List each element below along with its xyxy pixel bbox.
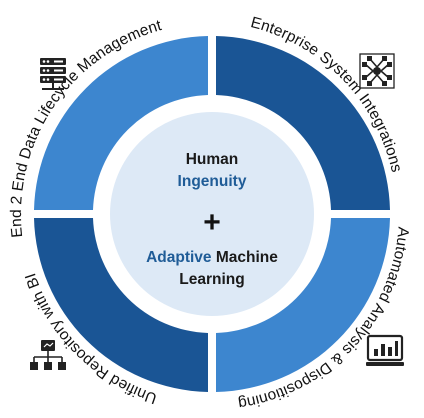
integration-network-icon: [359, 53, 395, 89]
ring-segment-bottom-right: [216, 218, 390, 392]
server-rack-icon: [40, 58, 66, 90]
center-circle: [110, 112, 314, 316]
center-line-learning: Learning: [179, 271, 244, 288]
center-line-human: Human: [186, 151, 239, 168]
plus-sign: +: [203, 206, 221, 239]
ring-segment-bottom-left: [34, 218, 208, 392]
machine-word: Machine: [216, 249, 278, 266]
adaptive-word: Adaptive: [146, 249, 212, 266]
center-line-adaptive-machine: Adaptive Machine: [146, 249, 278, 266]
analytics-monitor-icon: [366, 334, 404, 366]
center-line-ingenuity: Ingenuity: [178, 173, 247, 190]
ring-segment-top-right: [216, 36, 390, 210]
hierarchy-chart-icon: [30, 340, 66, 370]
ring-segment-top-left: [34, 36, 208, 210]
